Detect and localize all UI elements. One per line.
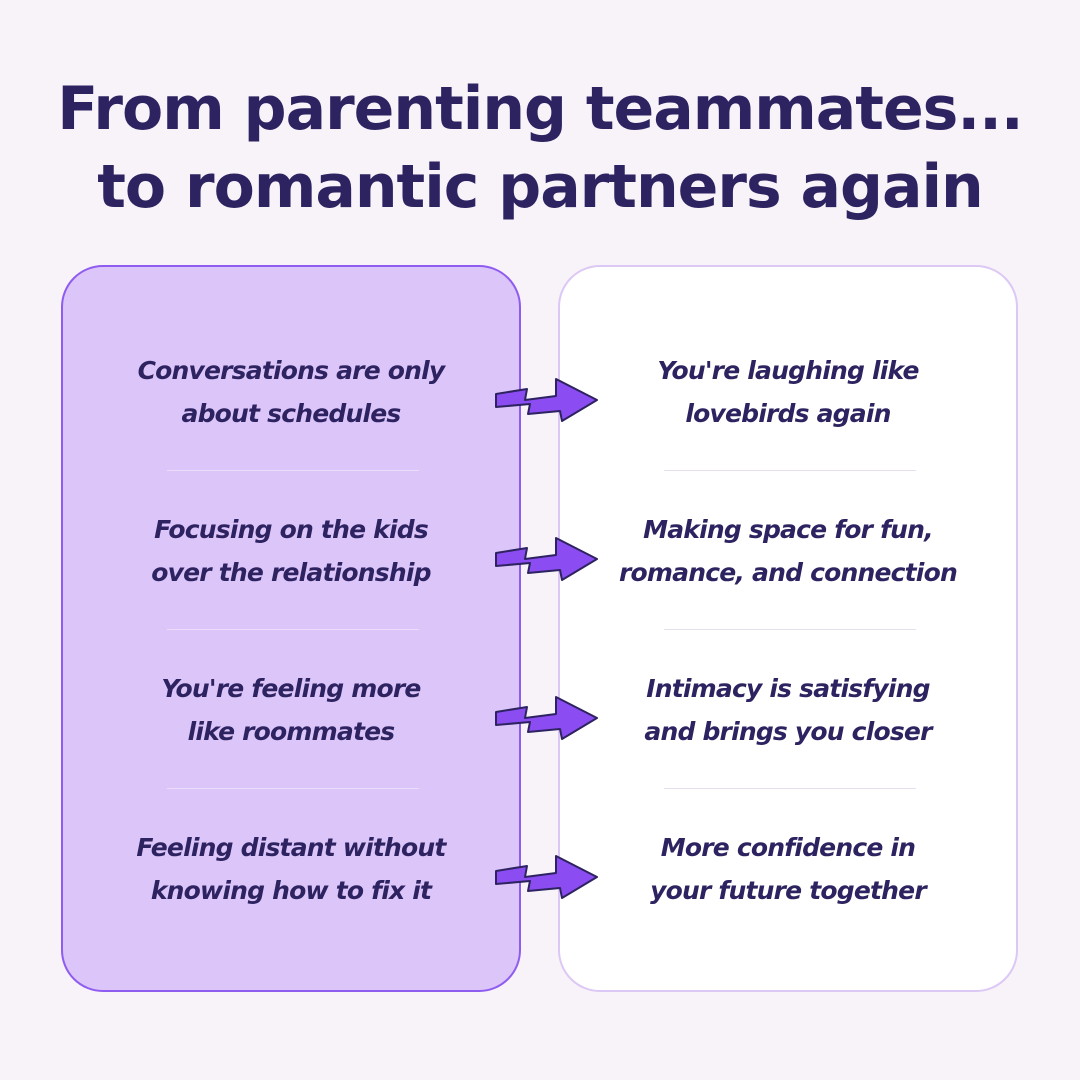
- before-item-text: You're feeling more like roommates: [161, 674, 421, 746]
- before-item: Focusing on the kids over the relationsh…: [63, 506, 519, 596]
- after-item: You're laughing like lovebirds again: [560, 347, 1016, 437]
- title-line-2: to romantic partners again: [97, 152, 984, 222]
- zigzag-arrow-icon: [495, 378, 598, 422]
- divider: [664, 629, 916, 630]
- divider: [167, 788, 419, 789]
- zigzag-arrow-icon: [495, 537, 598, 581]
- divider: [664, 788, 916, 789]
- after-item-text: Making space for fun, romance, and conne…: [619, 515, 958, 587]
- title-line-1: From parenting teammates...: [57, 74, 1023, 144]
- divider: [167, 470, 419, 471]
- zigzag-arrow-icon: [495, 696, 598, 740]
- page-title: From parenting teammates... to romantic …: [0, 70, 1080, 226]
- before-item: Conversations are only about schedules: [63, 347, 519, 437]
- before-item: You're feeling more like roommates: [63, 665, 519, 755]
- divider: [167, 629, 419, 630]
- before-item-text: Conversations are only about schedules: [137, 356, 446, 428]
- after-item: Intimacy is satisfying and brings you cl…: [560, 665, 1016, 755]
- after-panel: You're laughing like lovebirds again Mak…: [558, 265, 1018, 992]
- before-item: Feeling distant without knowing how to f…: [63, 824, 519, 914]
- after-item: Making space for fun, romance, and conne…: [560, 506, 1016, 596]
- after-item: More confidence in your future together: [560, 824, 1016, 914]
- before-item-text: Feeling distant without knowing how to f…: [136, 833, 446, 905]
- after-item-text: Intimacy is satisfying and brings you cl…: [644, 674, 932, 746]
- after-item-text: You're laughing like lovebirds again: [657, 356, 919, 428]
- before-item-text: Focusing on the kids over the relationsh…: [151, 515, 431, 587]
- before-panel: Conversations are only about schedules F…: [61, 265, 521, 992]
- zigzag-arrow-icon: [495, 855, 598, 899]
- divider: [664, 470, 916, 471]
- after-item-text: More confidence in your future together: [650, 833, 927, 905]
